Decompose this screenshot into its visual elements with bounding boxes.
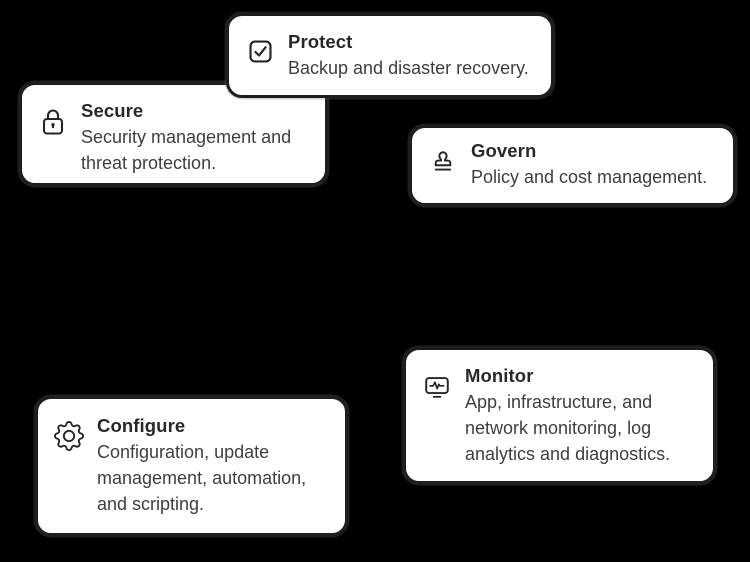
card-configure: Configure Configuration, update manageme… xyxy=(35,396,348,536)
card-description: Configuration, update management, automa… xyxy=(97,442,307,514)
card-secure: Secure Security management and threat pr… xyxy=(19,82,328,186)
card-description: Backup and disaster recovery. xyxy=(288,58,529,78)
stamp-icon xyxy=(428,146,458,177)
card-description: Security management and threat protectio… xyxy=(81,127,292,173)
card-title: Govern xyxy=(471,140,537,161)
gear-icon xyxy=(54,421,84,451)
card-govern: Govern Policy and cost management. xyxy=(409,125,736,206)
card-description: Policy and cost management. xyxy=(471,167,708,187)
padlock-icon xyxy=(38,106,68,139)
card-text: Protect Backup and disaster recovery. xyxy=(288,29,529,81)
card-text: Secure Security management and threat pr… xyxy=(81,98,291,176)
card-text: Configure Configuration, update manageme… xyxy=(97,413,306,517)
card-title: Secure xyxy=(81,100,144,121)
card-text: Govern Policy and cost management. xyxy=(471,138,707,190)
card-monitor: Monitor App, infrastructure, and network… xyxy=(403,347,716,484)
card-protect: Protect Backup and disaster recovery. xyxy=(226,13,554,98)
checkbox-check-icon xyxy=(245,37,275,66)
card-title: Protect xyxy=(288,31,353,52)
card-title: Configure xyxy=(97,415,186,436)
card-text: Monitor App, infrastructure, and network… xyxy=(465,363,670,467)
card-description: App, infrastructure, and network monitor… xyxy=(465,392,671,464)
monitor-pulse-icon xyxy=(422,371,452,402)
card-title: Monitor xyxy=(465,365,534,386)
